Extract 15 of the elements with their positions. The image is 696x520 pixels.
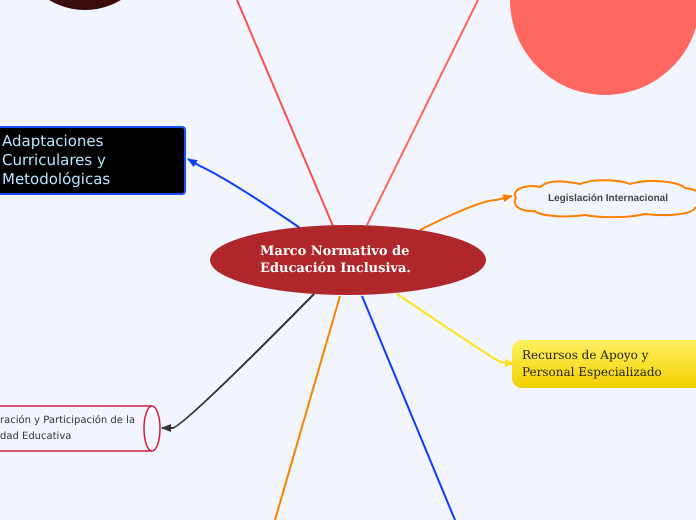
topic-box <box>0 126 186 195</box>
connector <box>420 194 513 231</box>
topic-text: Legislación Internacional <box>548 192 668 204</box>
topic-text: Marco Normativo de Educación Inclusiva. <box>260 243 412 277</box>
topic-text: Adaptaciones Curriculares y Metodológicas <box>2 132 112 189</box>
topic-text: ración y Participación de la dad Educativa <box>0 414 136 444</box>
connector <box>361 296 456 520</box>
cylinder-shape <box>0 405 162 452</box>
connector <box>187 158 301 229</box>
connector <box>161 293 315 432</box>
connector <box>274 296 341 520</box>
topic-box <box>512 340 696 388</box>
connector <box>366 0 479 226</box>
topic-text: Recursos de Apoyo y Personal Especializado <box>522 347 663 381</box>
connector <box>236 0 334 226</box>
